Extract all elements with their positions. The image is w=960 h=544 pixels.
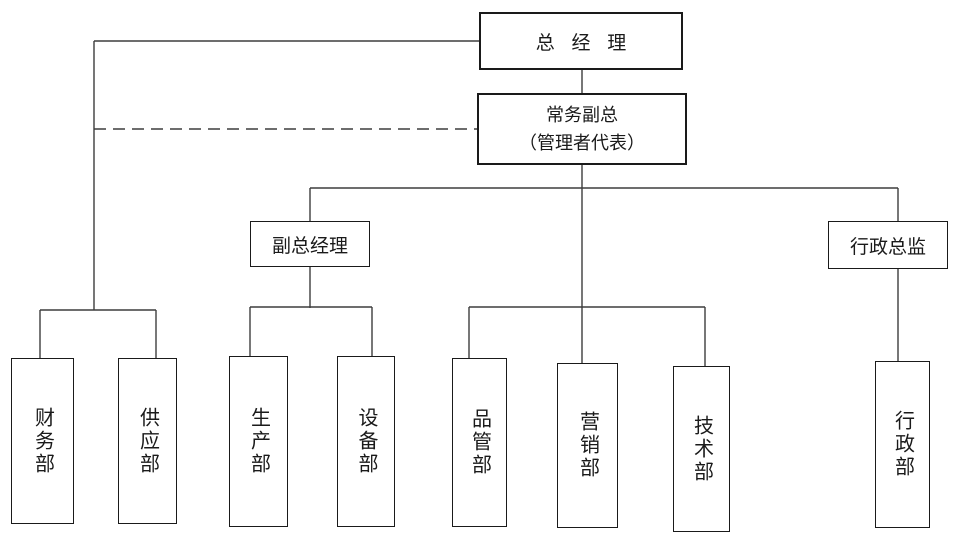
node-supply-dept: 供应部 (118, 358, 177, 524)
node-marketing-dept-label: 营销部 (576, 411, 599, 480)
node-finance-dept-label: 财务部 (31, 406, 54, 476)
node-technology-dept-label: 技术部 (690, 414, 713, 484)
node-deputy-general-manager: 副总经理 (250, 221, 370, 267)
node-administration-dept: 行政部 (875, 361, 930, 528)
node-dgm-label: 副总经理 (271, 235, 348, 257)
node-technology-dept: 技术部 (673, 366, 730, 532)
node-quality-dept: 品管部 (452, 358, 507, 527)
node-supply-dept-label: 供应部 (136, 406, 159, 476)
node-production-dept-label: 生产部 (247, 407, 270, 476)
node-finance-dept: 财务部 (11, 358, 74, 524)
node-administrative-director-label: 行政总监 (849, 236, 926, 258)
node-executive-vice-president: 常务副总 （管理者代表） (477, 93, 687, 165)
node-general-manager-label: 总 经 理 (535, 32, 627, 54)
node-equipment-dept-label: 设备部 (355, 407, 377, 476)
node-quality-dept-label: 品管部 (468, 408, 491, 477)
node-evp-label-line1: 常务副总 (546, 105, 618, 125)
node-general-manager: 总 经 理 (479, 12, 683, 70)
node-administration-dept-label: 行政部 (891, 410, 914, 479)
node-marketing-dept: 营销部 (557, 363, 618, 528)
node-production-dept: 生产部 (229, 356, 288, 527)
node-equipment-dept: 设备部 (337, 356, 395, 527)
node-evp-label-line2: （管理者代表） (519, 133, 645, 153)
node-administrative-director: 行政总监 (828, 221, 948, 269)
